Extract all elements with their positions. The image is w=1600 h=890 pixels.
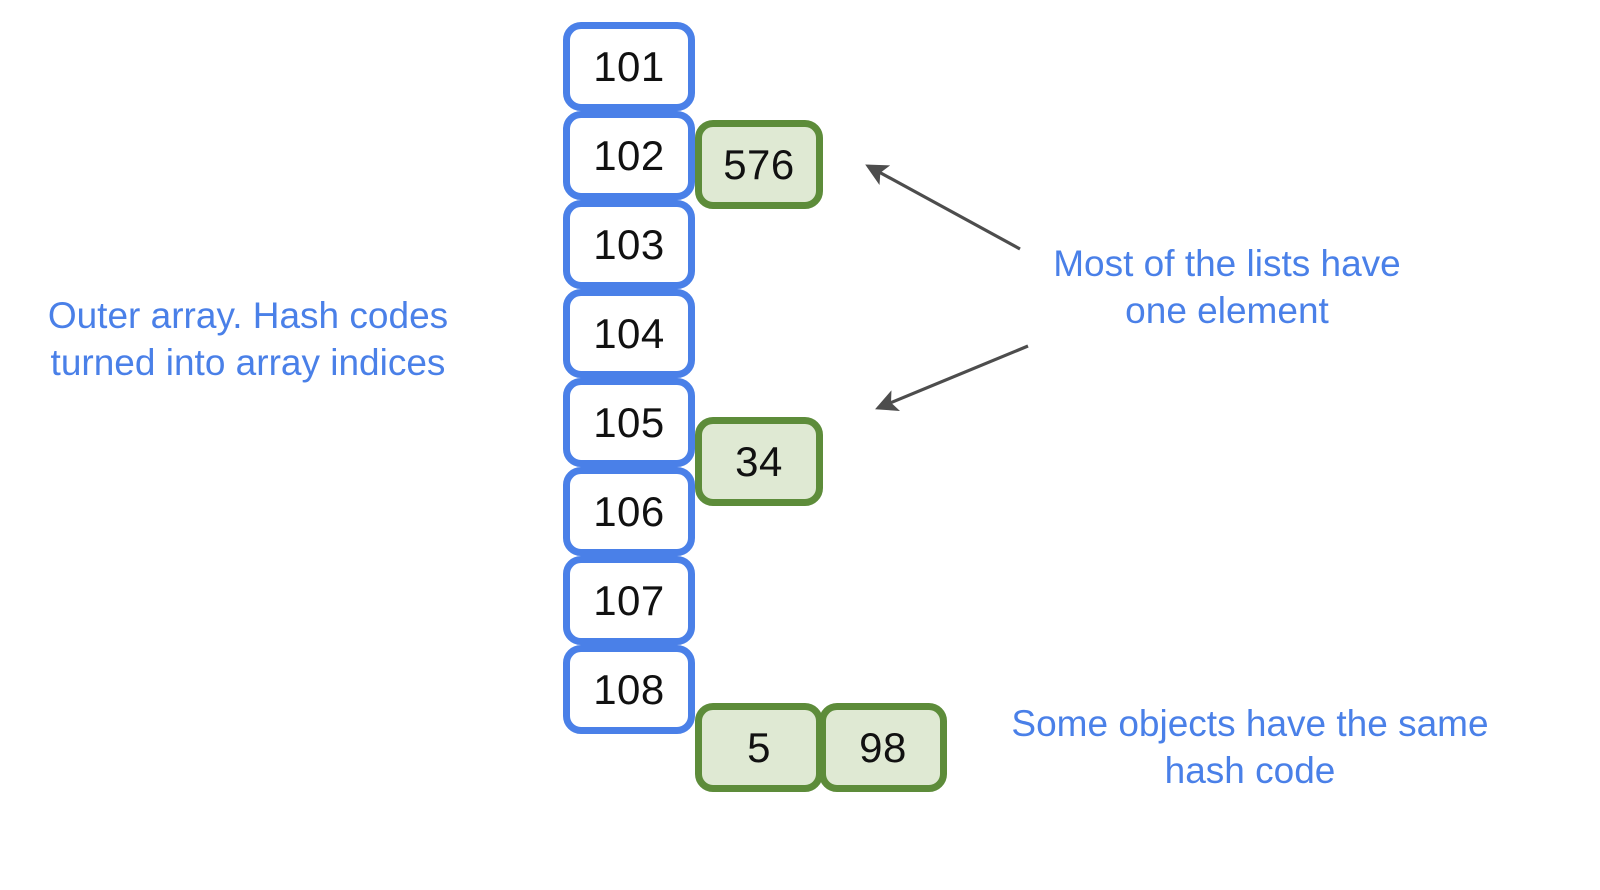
bucket-value: 34 xyxy=(735,437,783,485)
bucket-value: 576 xyxy=(723,140,795,188)
array-slot-box-103[interactable]: 103 xyxy=(563,200,695,289)
array-slot-box-104[interactable]: 104 xyxy=(563,289,695,378)
array-slot: 106 xyxy=(563,467,695,564)
array-slot-label: 106 xyxy=(593,487,665,535)
bucket-cell[interactable]: 34 xyxy=(695,417,823,506)
array-slot: 105 xyxy=(563,378,695,475)
annotation-most-lists: Most of the lists have one element xyxy=(1053,243,1401,332)
bucket-row-105: 34 xyxy=(695,417,823,506)
bucket-cell[interactable]: 5 xyxy=(695,703,823,792)
array-slot-box-106[interactable]: 106 xyxy=(563,467,695,556)
outer-array-column: 101 102 103 104 105 106 xyxy=(563,22,695,734)
array-slot-box-107[interactable]: 107 xyxy=(563,556,695,645)
array-slot-label: 103 xyxy=(593,220,665,268)
arrow-to-576-icon xyxy=(865,164,1021,251)
array-slot: 108 xyxy=(563,645,695,742)
array-slot: 101 xyxy=(563,22,695,119)
array-slot-box-101[interactable]: 101 xyxy=(563,22,695,111)
bucket-value: 98 xyxy=(859,723,907,771)
array-slot-box-102[interactable]: 102 xyxy=(563,111,695,200)
bucket-value: 5 xyxy=(747,723,771,771)
array-slot-label: 101 xyxy=(593,42,665,90)
bucket-row-102: 576 xyxy=(695,120,823,209)
bucket-cell[interactable]: 576 xyxy=(695,120,823,209)
arrow-to-34-icon xyxy=(875,344,1029,412)
array-slot: 103 xyxy=(563,200,695,297)
array-slot-box-108[interactable]: 108 xyxy=(563,645,695,734)
array-slot-label: 108 xyxy=(593,665,665,713)
array-slot-label: 104 xyxy=(593,309,665,357)
array-slot-label: 105 xyxy=(593,398,665,446)
array-slot: 102 xyxy=(563,111,695,208)
array-slot-label: 102 xyxy=(593,131,665,179)
bucket-row-108: 5 98 xyxy=(695,703,947,792)
array-slot: 104 xyxy=(563,289,695,386)
annotation-outer-array: Outer array. Hash codes turned into arra… xyxy=(47,295,449,384)
array-slot-label: 107 xyxy=(593,576,665,624)
array-slot: 107 xyxy=(563,556,695,653)
bucket-cell[interactable]: 98 xyxy=(819,703,947,792)
annotation-same-hash: Some objects have the same hash code xyxy=(1011,703,1489,792)
array-slot-box-105[interactable]: 105 xyxy=(563,378,695,467)
